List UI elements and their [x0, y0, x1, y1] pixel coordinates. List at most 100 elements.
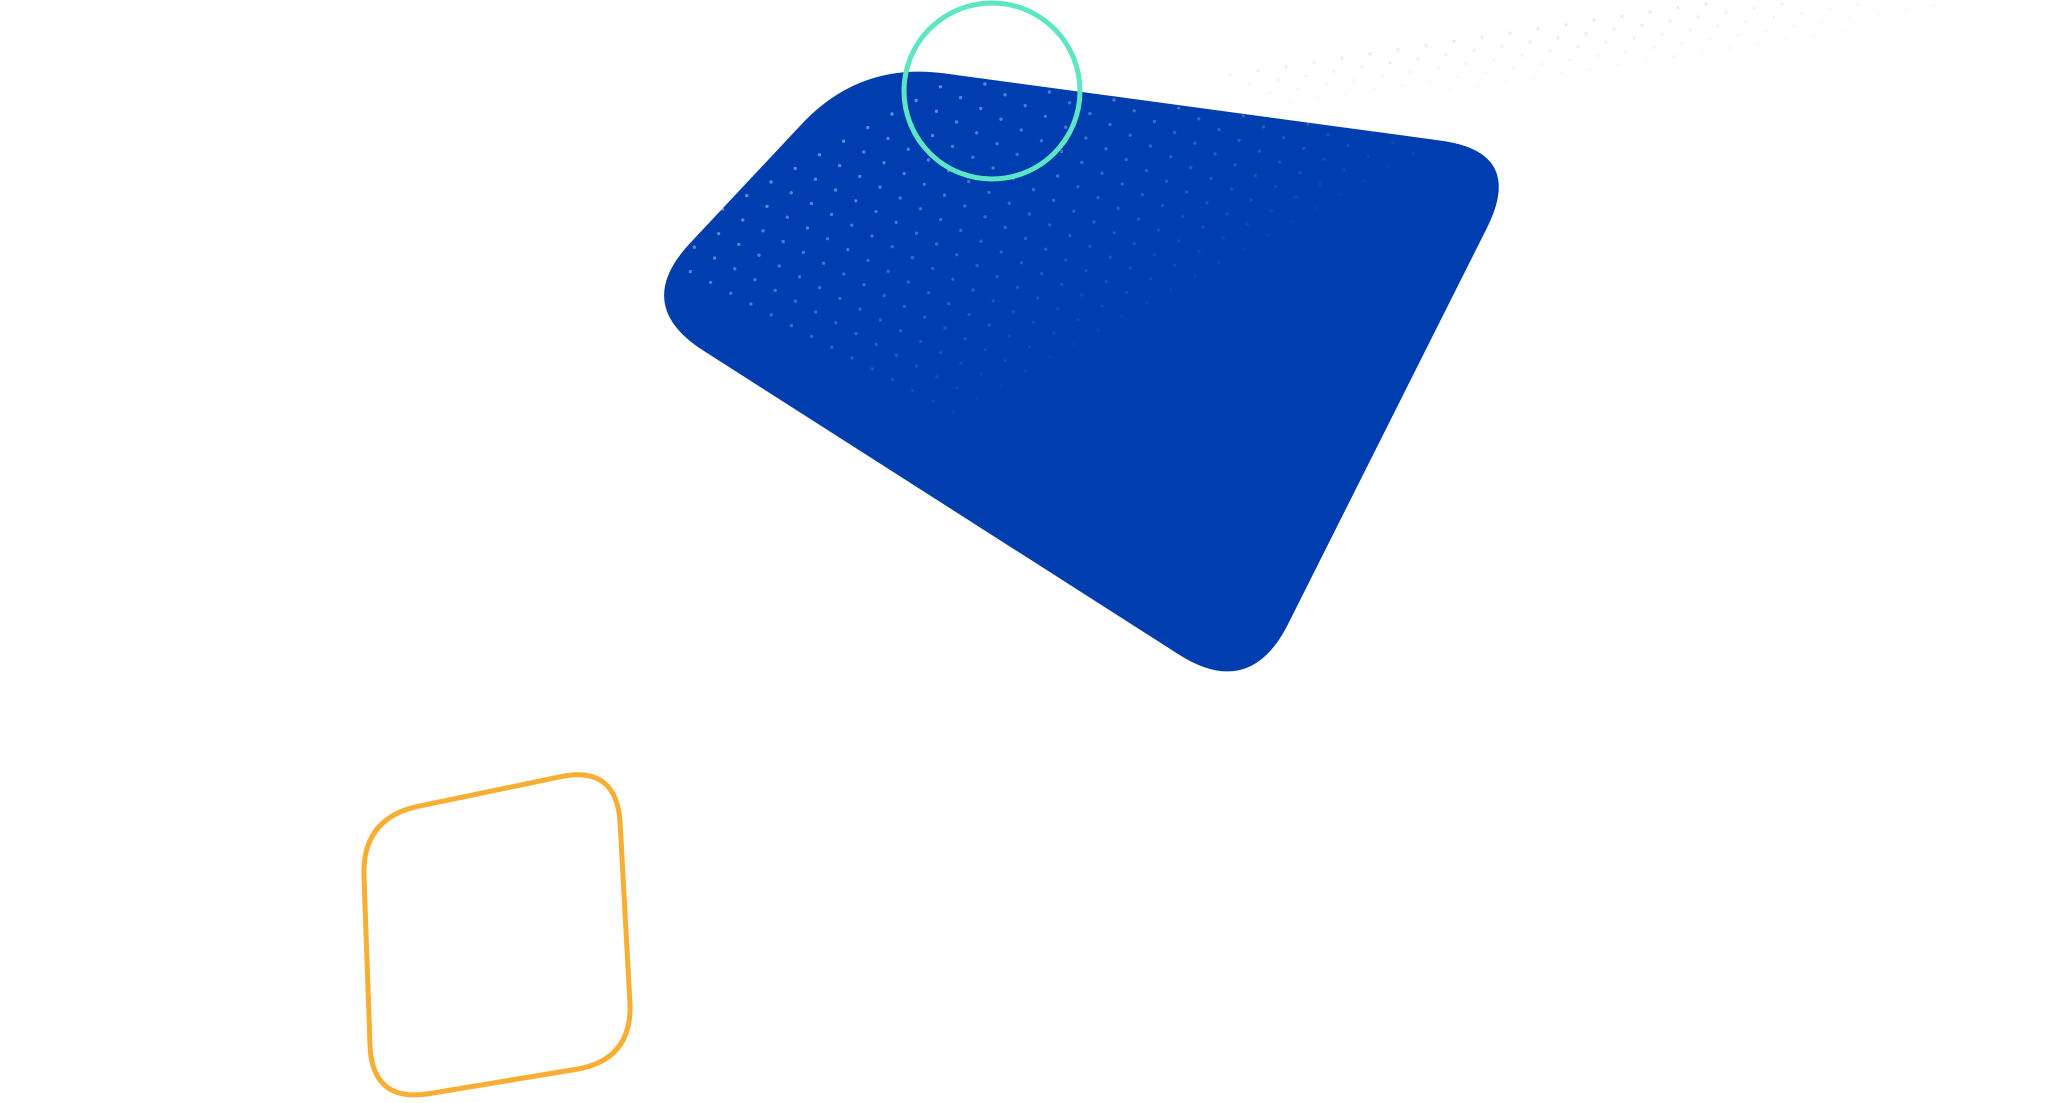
pattern-dot: [1520, 53, 1524, 57]
blue-shape: [664, 71, 1499, 672]
pattern-dot: [1132, 241, 1137, 246]
pattern-dot: [1108, 255, 1112, 259]
pattern-dot: [1173, 263, 1177, 267]
pattern-dot: [1342, 36, 1345, 39]
pattern-dot: [902, 304, 907, 309]
pattern-dot: [1752, 6, 1756, 10]
pattern-dot: [1904, 8, 1908, 12]
pattern-dot: [745, 193, 749, 198]
pattern-dot: [1508, 31, 1512, 35]
pattern-dot: [898, 196, 902, 200]
pattern-dot: [1322, 25, 1325, 28]
pattern-dot: [1700, 50, 1704, 54]
pattern-dot: [1828, 7, 1832, 11]
pattern-dot: [1104, 147, 1108, 151]
pattern-dot: [1084, 136, 1088, 140]
pattern-dot: [1076, 185, 1080, 189]
pattern-dot: [1007, 201, 1011, 205]
pattern-dot: [1467, 75, 1471, 80]
pattern-dot: [1436, 66, 1440, 70]
pattern-dot: [773, 288, 777, 293]
pattern-dot: [1052, 66, 1055, 69]
pattern-dot: [1060, 17, 1063, 20]
pattern-dot: [890, 245, 894, 249]
pattern-dot: [1528, 40, 1532, 44]
pattern-dot: [1380, 74, 1384, 78]
pattern-dot: [846, 247, 850, 252]
pattern-dot: [1524, 0, 1527, 3]
pattern-dot: [1439, 113, 1443, 118]
pattern-dot: [1512, 73, 1515, 76]
pattern-dot: [1500, 14, 1503, 17]
pattern-dot: [1463, 100, 1467, 104]
pattern-dot: [1063, 125, 1068, 129]
pattern-dot: [854, 199, 858, 203]
pattern-dot: [1492, 62, 1495, 65]
pattern-dot: [821, 261, 826, 265]
pattern-dot: [1580, 80, 1584, 84]
pattern-dot: [1156, 228, 1161, 232]
pattern-dot: [1366, 154, 1371, 159]
pattern-dot: [1298, 171, 1302, 175]
pattern-dot: [1039, 139, 1044, 143]
pattern-dot: [1390, 141, 1395, 145]
pattern-dot: [1612, 27, 1616, 31]
pattern-dot: [1636, 72, 1640, 76]
pattern-dot: [648, 248, 651, 251]
pattern-dot: [1144, 168, 1149, 173]
pattern-dot: [890, 112, 894, 116]
pattern-dot: [987, 190, 991, 195]
pattern-dot: [1076, 52, 1079, 55]
pattern-dot: [1205, 201, 1209, 205]
pattern-dot: [1036, 31, 1039, 34]
pattern-dot: [1177, 239, 1181, 243]
pattern-dot: [987, 58, 990, 61]
pattern-dot: [809, 334, 814, 339]
pattern-dot: [1372, 87, 1376, 91]
pattern-dot: [1274, 52, 1277, 55]
pattern-dot: [1116, 206, 1120, 211]
pattern-dot: [813, 177, 818, 181]
pattern-dot: [1176, 106, 1181, 110]
pattern-dot: [1496, 38, 1499, 41]
pattern-dot: [1444, 53, 1448, 57]
pattern-dot: [1370, 130, 1375, 134]
pattern-dot: [1023, 369, 1028, 373]
pattern-dot: [1055, 174, 1060, 178]
pattern-dot: [1386, 165, 1391, 169]
pattern-dot: [1128, 266, 1133, 270]
pattern-dot: [878, 318, 882, 322]
pattern-dot: [1736, 33, 1740, 37]
pattern-dot: [1504, 80, 1508, 84]
pattern-dot: [1748, 55, 1752, 59]
pattern-dot: [1516, 49, 1519, 52]
pattern-dot: [1144, 301, 1149, 305]
pattern-dot: [1576, 45, 1580, 49]
pattern-dot: [1500, 44, 1504, 48]
pattern-dot: [1265, 100, 1270, 105]
pattern-dot: [1616, 63, 1620, 67]
pattern-dot: [1003, 225, 1007, 230]
pattern-dot: [1304, 74, 1308, 78]
pattern-dot: [1278, 28, 1281, 31]
pattern-dot: [1640, 23, 1644, 27]
pattern-dot: [1047, 223, 1052, 227]
pattern-dot: [1120, 315, 1125, 319]
pattern-dot: [688, 269, 693, 274]
pattern-dot: [1185, 190, 1189, 194]
pattern-dot: [1169, 22, 1172, 25]
pattern-dot: [1608, 76, 1612, 80]
pattern-dot: [1314, 73, 1318, 77]
pattern-dot: [1261, 125, 1266, 129]
pattern-dot: [1268, 91, 1272, 95]
pattern-dot: [712, 256, 717, 260]
pattern-dot: [1168, 155, 1173, 159]
pattern-dot: [1400, 83, 1404, 87]
pattern-dot: [959, 361, 963, 365]
pattern-dot: [1472, 48, 1476, 52]
pattern-dot: [1181, 214, 1185, 219]
pattern-dot: [1148, 144, 1153, 148]
pattern-dot: [943, 326, 947, 330]
pattern-dot: [692, 245, 697, 249]
pattern-dot: [938, 85, 943, 89]
